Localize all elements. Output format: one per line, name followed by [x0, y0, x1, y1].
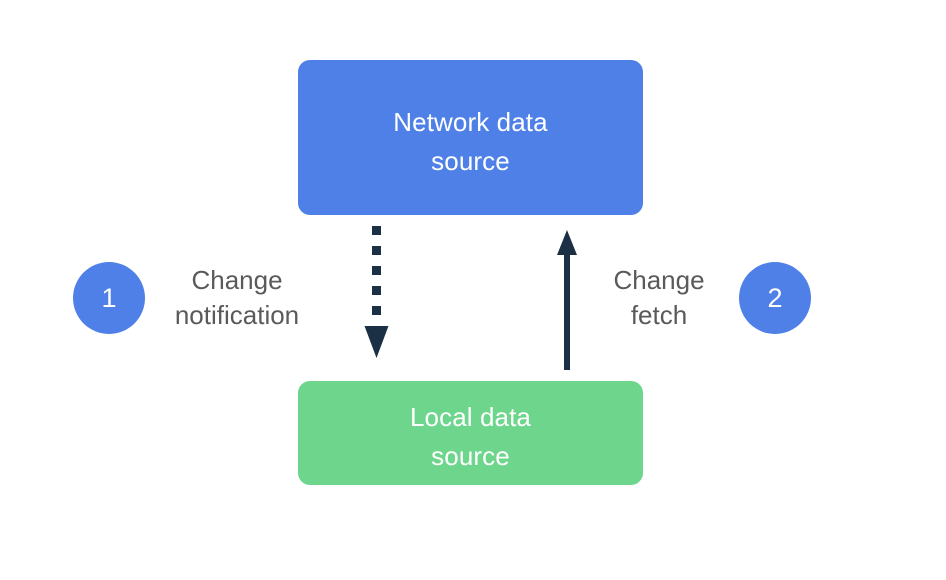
step-2-badge[interactable]: 2: [739, 262, 811, 334]
step-1-caption: Change notification: [174, 265, 300, 330]
step-2-number: 2: [767, 282, 783, 313]
node-local-data-source[interactable]: Local data source: [298, 381, 643, 485]
step-1-badge[interactable]: 1: [73, 262, 145, 334]
change-fetch-arrow-icon: [557, 230, 577, 370]
step-1-number: 1: [101, 282, 117, 313]
step-2-caption: Change fetch: [613, 265, 705, 330]
node-local-data-source-label: Local data source: [410, 402, 531, 471]
node-network-data-source-label: Network data source: [393, 107, 548, 176]
change-notification-arrow-icon: [364, 226, 389, 358]
node-network-data-source[interactable]: Network data source: [298, 60, 643, 215]
